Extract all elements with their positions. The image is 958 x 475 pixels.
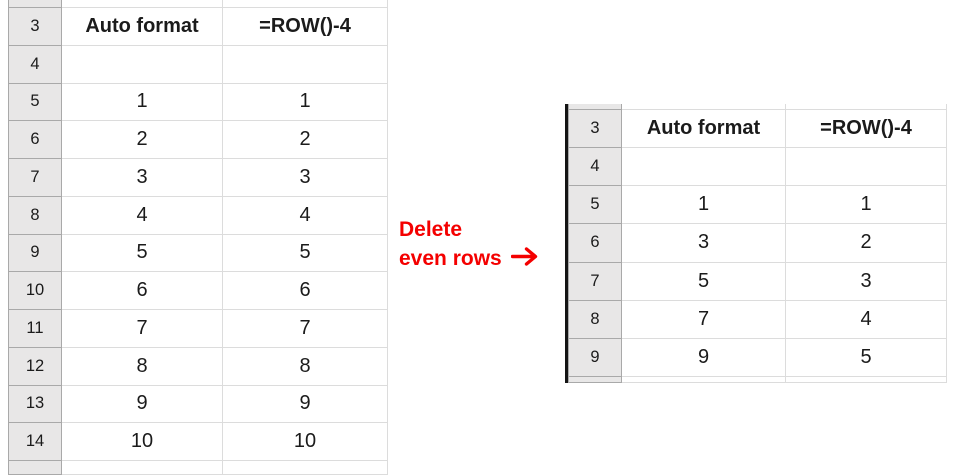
row-header-cell[interactable]: 3 [568,110,622,149]
cell-auto-format[interactable]: 3 [62,159,223,197]
cell-row-formula[interactable]: 5 [786,338,947,377]
cell-row-formula[interactable]: 4 [786,300,947,339]
row-header-cell[interactable]: 14 [8,423,62,461]
cell [62,0,223,8]
cell-row-formula[interactable]: 7 [223,310,388,348]
cell-row-formula[interactable]: =ROW()-4 [786,110,947,149]
row-header-cell[interactable]: 6 [8,121,62,159]
partial-row-sliver [8,0,388,8]
cell-auto-format[interactable]: 6 [62,272,223,310]
row-header-cell[interactable]: 6 [568,224,622,263]
cell-row-formula[interactable]: =ROW()-4 [223,8,388,46]
row-header-cell[interactable]: 11 [8,310,62,348]
annotation-line2: even rows [399,244,540,274]
cell-auto-format[interactable]: 1 [622,186,786,225]
partial-row-sliver [568,104,947,110]
row-header-cell[interactable]: 7 [568,262,622,301]
row-header-cell [8,0,62,8]
row-header-cell[interactable]: 5 [8,83,62,122]
row-header-cell[interactable]: 3 [8,8,62,46]
cell-row-formula[interactable]: 1 [786,186,947,225]
cell-auto-format[interactable]: 7 [62,310,223,348]
row-header-cell [568,376,622,383]
row-header-cell[interactable]: 9 [568,338,622,377]
cell [786,376,947,383]
cell-row-formula[interactable]: 3 [223,159,388,197]
cell-row-formula[interactable]: 10 [223,423,388,461]
row-header-cell[interactable]: 8 [8,196,62,235]
cell-auto-format[interactable]: 9 [62,385,223,424]
cell [622,376,786,383]
cell-auto-format[interactable]: Auto format [622,110,786,149]
cell-row-formula[interactable]: 2 [223,121,388,159]
cell-row-formula[interactable]: 9 [223,385,388,424]
cell-row-formula[interactable]: 1 [223,83,388,122]
row-header-cell [8,461,62,475]
row-header-cell[interactable]: 10 [8,272,62,310]
row-header-cell[interactable]: 5 [568,186,622,225]
cell-row-formula[interactable] [223,45,388,84]
row-header-cell[interactable]: 13 [8,385,62,424]
cell-auto-format[interactable]: 7 [622,300,786,339]
cell-row-formula[interactable]: 6 [223,272,388,310]
cell-row-formula[interactable]: 5 [223,234,388,273]
row-header-cell [568,104,622,110]
cell [786,104,947,110]
cell [223,0,388,8]
spreadsheet-row: 4 [568,148,947,187]
cell-auto-format[interactable]: 3 [622,224,786,263]
cell-auto-format[interactable]: 4 [62,196,223,235]
cell-auto-format[interactable]: 2 [62,121,223,159]
cell [62,461,223,475]
cell-auto-format[interactable]: 10 [62,423,223,461]
cell-auto-format[interactable]: 5 [62,234,223,273]
row-header-cell[interactable]: 4 [568,148,622,187]
cell-row-formula[interactable] [786,148,947,187]
cell-auto-format[interactable] [622,148,786,187]
cell-row-formula[interactable]: 4 [223,196,388,235]
row-header-cell[interactable]: 7 [8,159,62,197]
cell-auto-format[interactable]: Auto format [62,8,223,46]
cell [622,104,786,110]
delete-annotation: Delete even rows [399,216,540,274]
row-header-cell[interactable]: 8 [568,300,622,339]
cell-auto-format[interactable] [62,45,223,84]
cell-row-formula[interactable]: 2 [786,224,947,263]
row-header-cell[interactable]: 12 [8,347,62,386]
row-header-cell[interactable]: 9 [8,234,62,273]
cell [223,461,388,475]
annotation-line1: Delete [399,218,463,241]
cell-auto-format[interactable]: 9 [622,338,786,377]
partial-row-sliver [568,376,947,383]
cell-auto-format[interactable]: 5 [622,262,786,301]
cell-auto-format[interactable]: 8 [62,347,223,386]
partial-row-sliver [8,461,388,475]
cell-auto-format[interactable]: 1 [62,83,223,122]
right-arrow-icon [510,246,540,274]
spreadsheet-row: 4 [8,45,388,84]
cell-row-formula[interactable]: 3 [786,262,947,301]
annotation-line2-text: even rows [399,247,502,270]
cell-row-formula[interactable]: 8 [223,347,388,386]
row-header-cell[interactable]: 4 [8,45,62,84]
